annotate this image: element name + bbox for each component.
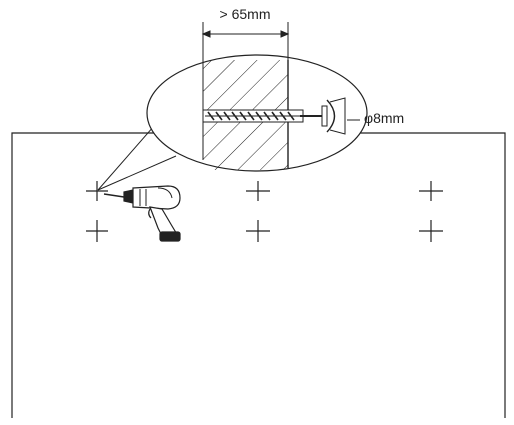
magnified-callout: > 65mm φ8mm — [97, 6, 404, 191]
crosshair-icon — [246, 220, 270, 242]
diameter-label: φ8mm — [364, 110, 404, 126]
wall-anchor-icon — [202, 97, 346, 135]
wall-outline — [11, 132, 506, 418]
drill-icon — [103, 185, 181, 242]
depth-dimension — [201, 22, 290, 62]
drill-marks — [86, 181, 443, 242]
crosshair-icon — [419, 220, 443, 242]
crosshair-icon — [86, 181, 108, 201]
crosshair-icon — [246, 181, 270, 201]
crosshair-icon — [419, 181, 443, 201]
crosshair-icon — [86, 220, 108, 242]
depth-label: > 65mm — [220, 6, 271, 22]
